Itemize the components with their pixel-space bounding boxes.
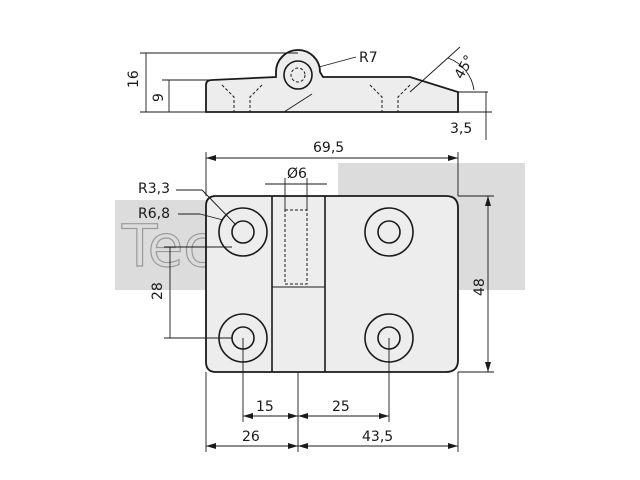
dim-25: 25 <box>332 399 350 415</box>
dim-r7: R7 <box>359 50 378 66</box>
split-line <box>283 93 313 113</box>
angle-arc <box>447 57 475 91</box>
arrow-25-right <box>379 413 389 419</box>
dim-16: 16 <box>126 70 142 88</box>
pin-hidden <box>284 209 308 285</box>
dim-15: 15 <box>256 399 274 415</box>
dim-69-5: 69,5 <box>313 140 344 156</box>
arrow-26-right <box>288 443 298 449</box>
dim-9: 9 <box>151 93 167 102</box>
hole-top-right <box>377 220 401 244</box>
counterbore-top-left <box>218 207 268 257</box>
arrow-43-5-left <box>298 443 308 449</box>
hole-top-left <box>231 220 255 244</box>
arrow-15-right <box>288 413 298 419</box>
countersink-left <box>221 84 263 112</box>
dim-28: 28 <box>150 282 166 300</box>
dim-48: 48 <box>472 278 488 296</box>
arrow-26-left <box>206 443 216 449</box>
counterbore-top-right <box>364 207 414 257</box>
arrow-69-5-left <box>206 155 216 161</box>
arrow-25-left <box>298 413 308 419</box>
leader-r7 <box>318 56 357 68</box>
dim-3-5: 3,5 <box>450 121 472 137</box>
pin-circle <box>290 67 306 83</box>
angle-leg <box>409 46 461 93</box>
dim-26: 26 <box>242 429 260 445</box>
side-view-outline <box>205 49 459 113</box>
side-view: 16 9 R7 45° 3,5 <box>126 46 492 140</box>
barrel-circle <box>283 60 313 90</box>
dim-r6-8: R6,8 <box>138 206 170 222</box>
arrow-48-bottom <box>485 362 491 372</box>
leader-r3-3-b <box>201 189 237 226</box>
arrow-15-left <box>243 413 253 419</box>
arrow-48-top <box>485 196 491 206</box>
countersink-right <box>369 84 411 112</box>
leader-r6-8-b <box>199 213 224 221</box>
front-view: 69,5 Ø6 R3,3 R6,8 28 48 <box>138 140 494 452</box>
dim-43-5: 43,5 <box>362 429 393 445</box>
dim-r3-3: R3,3 <box>138 181 170 197</box>
dim-d6: Ø6 <box>287 166 307 182</box>
dim-45: 45° <box>452 52 478 82</box>
front-view-outline <box>205 195 459 373</box>
arrow-43-5-right <box>448 443 458 449</box>
arrow-69-5-right <box>448 155 458 161</box>
